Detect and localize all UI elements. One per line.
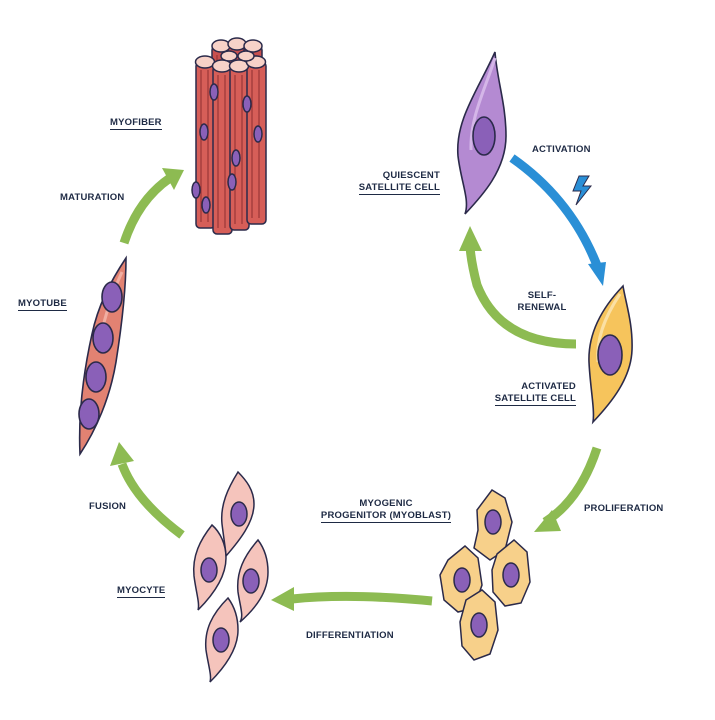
nucleus [597, 334, 623, 376]
myocyte-label: MYOCYTE [117, 585, 166, 598]
nucleus [227, 173, 237, 191]
myoblast-cell [473, 489, 513, 561]
differentiation-arrow [271, 587, 433, 611]
maturation-arrow [119, 168, 184, 245]
activated-satellite-cell-label: ACTIVATED SATELLITE CELL [486, 381, 576, 406]
maturation-label: MATURATION [60, 192, 125, 203]
myocyte-label-text: MYOCYTE [117, 585, 166, 598]
fiber-strand [246, 61, 267, 225]
quiescent-satellite-cell-label: QUIESCENT SATELLITE CELL [348, 170, 440, 195]
myoblast-label: MYOGENIC PROGENITOR (MYOBLAST) [312, 498, 460, 523]
nucleus [78, 398, 100, 430]
nucleus [85, 361, 107, 393]
myocyte-cluster [192, 470, 269, 683]
quiescent-satellite-cell [457, 51, 507, 215]
quiescent-label-line1: QUIESCENT [382, 170, 440, 181]
activated-label-line2: SATELLITE CELL [494, 393, 576, 406]
nucleus [212, 627, 230, 653]
self-renewal-label: SELF- RENEWAL [512, 290, 572, 314]
fusion-label: FUSION [89, 501, 127, 512]
fusion-arrow [110, 442, 185, 539]
myofiber-label: MYOFIBER [110, 117, 162, 130]
lightning-icon [572, 175, 593, 206]
myocyte-cell [220, 470, 255, 558]
nucleus [242, 568, 260, 594]
myoblast-cell [439, 545, 483, 613]
myofiber-bundle [191, 37, 267, 235]
myoblast-cluster [439, 489, 531, 661]
myotube-label-text: MYOTUBE [18, 298, 67, 311]
nucleus [230, 501, 248, 527]
myoblast-label-line1: MYOGENIC [359, 498, 413, 509]
proliferation-arrow [534, 446, 602, 532]
myocyte-cell [204, 596, 239, 683]
activation-label: ACTIVATION [532, 144, 591, 155]
quiescent-label-line2: SATELLITE CELL [358, 182, 440, 195]
nucleus [472, 116, 496, 156]
activation-arrow [509, 154, 606, 286]
nucleus [199, 123, 209, 141]
nucleus [191, 181, 201, 199]
fiber-strand [212, 65, 233, 235]
nucleus [484, 509, 502, 535]
self-renewal-line1: SELF- [527, 290, 557, 301]
myotube-label: MYOTUBE [18, 298, 67, 311]
nucleus [253, 125, 263, 143]
self-renewal-arrow [459, 226, 577, 349]
nucleus [242, 95, 252, 113]
proliferation-label: PROLIFERATION [584, 503, 664, 514]
self-renewal-line2: RENEWAL [517, 302, 567, 313]
activated-satellite-cell [588, 284, 633, 425]
nucleus [502, 562, 520, 588]
nucleus [470, 612, 488, 638]
nucleus [231, 149, 241, 167]
nucleus [453, 567, 471, 593]
myocyte-cell [236, 538, 269, 623]
myoblast-cell [459, 589, 499, 661]
myofiber-label-text: MYOFIBER [110, 117, 162, 130]
nucleus [92, 322, 114, 354]
myotube [78, 255, 127, 457]
differentiation-label: DIFFERENTIATION [306, 630, 394, 641]
nucleus [200, 557, 218, 583]
nucleus [201, 196, 211, 214]
myocyte-cell [192, 523, 227, 611]
myoblast-label-line2: PROGENITOR (MYOBLAST) [320, 510, 452, 523]
myoblast-cell [491, 539, 531, 607]
activated-label-line1: ACTIVATED [521, 381, 576, 392]
nucleus [101, 281, 123, 313]
fiber-strand [229, 65, 250, 231]
nucleus [209, 83, 219, 101]
